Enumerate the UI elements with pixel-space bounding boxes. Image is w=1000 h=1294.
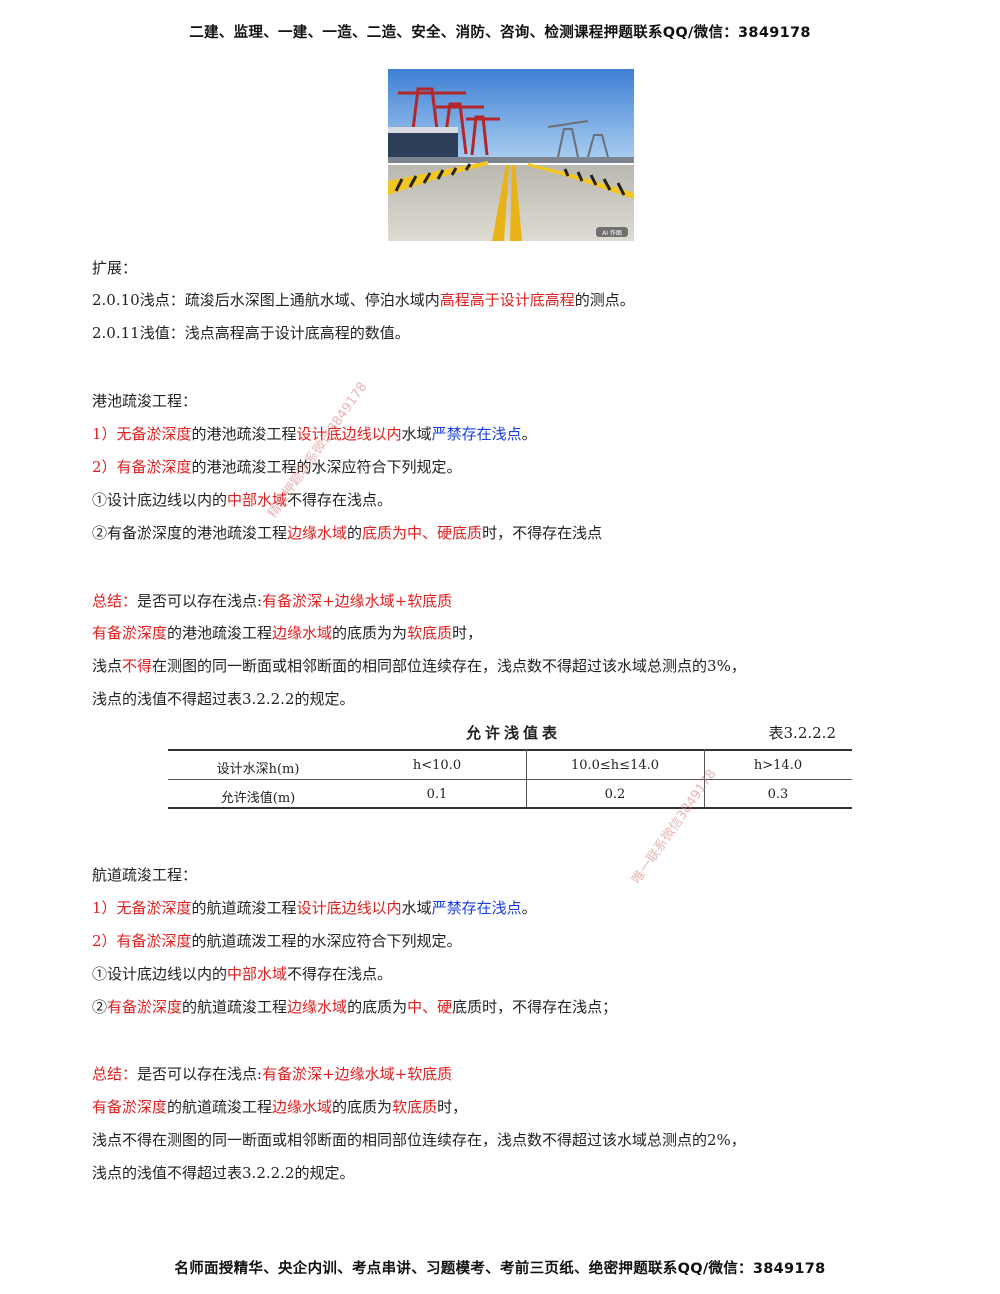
channel-rule-2a: ①设计底边线以内的中部水域不得存在浅点。: [92, 965, 393, 983]
table-cell: 0.3: [767, 787, 789, 802]
harbor-summary-2: 有备淤深度的港池疏浚工程边缘水域的底质为为软底质时，: [92, 624, 483, 642]
harbor-rule-2a: ①设计底边线以内的中部水域不得存在浅点。: [92, 491, 393, 509]
port-photo: AI 作图: [388, 69, 634, 241]
table-number: 表3.2.2.2: [768, 724, 836, 742]
table-header-cell: 设计水深h(m): [216, 762, 300, 777]
channel-summary-3: 浅点不得在测图的同一断面或相邻断面的相同部位连续存在，浅点数不得超过该水域总测点…: [92, 1131, 746, 1149]
table-header-cell: h>14.0: [753, 758, 803, 773]
table-cell: 允许浅值(m): [220, 791, 296, 806]
channel-summary: 总结：是否可以存在浅点:有备淤深+边缘水域+软底质: [92, 1065, 453, 1083]
allowable-shallow-value-table: 允许浅值表 表3.2.2.2 设计水深h(m) h<10.0 10.0≤h≤14…: [168, 718, 852, 810]
harbor-summary-3: 浅点不得在测图的同一断面或相邻断面的相同部位连续存在，浅点数不得超过该水域总测点…: [92, 657, 746, 675]
table-cell: 0.2: [604, 787, 626, 802]
table-title: 允许浅值表: [466, 724, 562, 742]
harbor-summary: 总结：是否可以存在浅点:有备淤深+边缘水域+软底质: [92, 592, 453, 610]
harbor-summary-4: 浅点的浅值不得超过表3.2.2.2的规定。: [92, 690, 355, 708]
definition-shallow-value: 2.0.11浅值：浅点高程高于设计底高程的数值。: [92, 324, 410, 342]
page-footer: 名师面授精华、央企内训、考点串讲、习题模考、考前三页纸、绝密押题联系QQ/微信：…: [174, 1261, 826, 1277]
channel-rule-2: 2）有备淤深度的航道疏泼工程的水深应符合下列规定。: [92, 932, 462, 950]
table-header-cell: 10.0≤h≤14.0: [570, 758, 660, 773]
channel-title: 航道疏浚工程：: [92, 866, 198, 884]
definition-shallow-point: 2.0.10浅点：疏浚后水深图上通航水域、停泊水域内高程高于设计底高程的测点。: [92, 291, 635, 309]
harbor-title: 港池疏浚工程：: [92, 392, 198, 410]
photo-badge: AI 作图: [602, 229, 622, 237]
channel-rule-2b: ②有备淤深度的航道疏浚工程边缘水域的底质为中、硬底质时，不得存在浅点；: [92, 998, 618, 1016]
channel-summary-4: 浅点的浅值不得超过表3.2.2.2的规定。: [92, 1164, 355, 1182]
harbor-rule-1: 1）无备淤深度的港池疏浚工程设计底边线以内水域严禁存在浅点。: [92, 425, 537, 443]
harbor-rule-2: 2）有备淤深度的港池疏浚工程的水深应符合下列规定。: [92, 458, 462, 476]
channel-rule-1: 1）无备淤深度的航道疏浚工程设计底边线以内水域严禁存在浅点。: [92, 899, 537, 917]
table-cell: 0.1: [426, 787, 448, 802]
harbor-rule-2b: ②有备淤深度的港池疏浚工程边缘水域的底质为中、硬底质时，不得存在浅点: [92, 524, 603, 542]
expand-title: 扩展：: [92, 259, 138, 277]
table-header-cell: h<10.0: [412, 758, 462, 773]
page-header: 二建、监理、一建、一造、二造、安全、消防、咨询、检测课程押题联系QQ/微信：38…: [189, 25, 811, 41]
channel-summary-2: 有备淤深度的航道疏浚工程边缘水域的底质为软底质时，: [92, 1098, 468, 1116]
